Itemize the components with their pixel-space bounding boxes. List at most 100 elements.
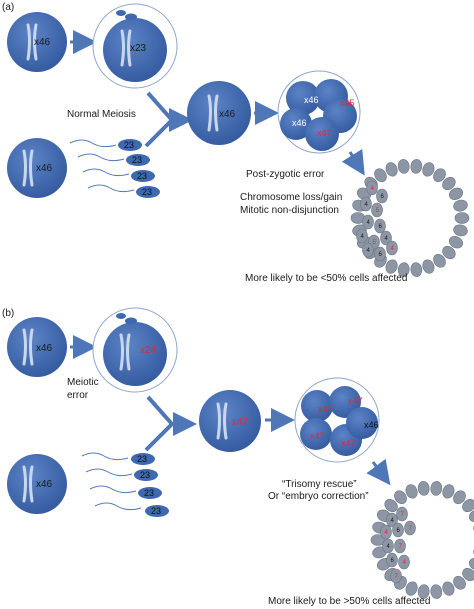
embryo-cell-label: x46 [292,118,307,128]
ring-cell [422,162,435,177]
inner-cell-number: 7 [401,512,405,518]
inner-cell-mass-cell [360,196,372,212]
sperm-label: 23 [144,488,154,498]
panel-a-zygote: x46 [187,81,251,145]
inner-cell-mass-cell [394,538,406,554]
ring-cell [468,558,474,571]
inner-cell-mass-cell [376,188,388,204]
embryo-cell-label: x46 [304,95,319,105]
ring-cell [448,187,464,200]
inner-cell-mass-cell [404,520,416,536]
ring-cell [430,584,443,599]
inner-cell-number: 4 [391,518,395,524]
panel-a-parent-cell-top: x46 [7,12,67,72]
inner-cell-number: 6 [397,528,401,534]
panel-b-parent-bottom-label: x46 [36,479,53,490]
panel-b-egg: x24 [92,307,178,393]
merge-arrow [144,395,175,452]
sperm-label: 23 [137,171,147,181]
panel-a-parent-bottom-label: x46 [36,163,53,174]
panel-b-process-label-1: Meiotic [67,377,99,388]
panel-b-label: (b) [2,308,14,319]
ring-cell [442,484,455,499]
panel-b-egg-label: x24 [140,345,157,356]
panel-b-zygote-label: x47 [232,417,249,428]
panel-b-zygote: x47 [199,390,261,452]
panel-b-annotation-line-2: Or “embryo correction” [268,491,369,502]
inner-cell-number: 7 [399,544,403,550]
panel-a-process-label: Normal Meiosis [67,109,136,120]
panel-a-zygote-label: x46 [219,109,236,120]
inner-cell-mass-cell [374,246,386,262]
inner-cell-number: 4 [367,220,371,226]
panel-a-annotation-line-1: Post-zygotic error [246,169,325,180]
ring-cell [410,262,423,277]
sperm-label: 23 [142,187,152,197]
inner-cell-number: 6 [379,252,383,258]
arrow [341,148,365,176]
panel-a-egg: x23 [92,3,178,89]
ring-cell [453,224,468,237]
embryo-cell-label: x47 [318,404,333,414]
sperm-label: 23 [140,470,150,480]
inner-cell-mass-cell [374,218,386,234]
ring-cell [374,168,387,183]
ring-cell [453,199,468,212]
inner-cell-mass-cell [362,242,374,258]
ring-cell [442,581,455,596]
embryo-cell-label: x45 [340,98,355,108]
ring-cell [433,168,446,183]
inner-cell-number: 4 [403,560,407,566]
ring-cell [394,490,407,505]
ring-cell [385,259,398,274]
ring-cell [462,567,474,582]
panel-a: (a) x46 x23 Normal Meiosis x46 [2,2,470,284]
sperm-label: 23 [124,140,134,150]
ring-cell [422,259,435,274]
ring-cell [417,481,430,496]
panel-b-parent-cell-bottom: x46 [7,454,67,514]
ring-cell [453,490,466,505]
inner-cell-number: 7 [409,526,413,532]
inner-cell-number: 4 [371,186,375,192]
panel-a-embryo: x46 x45 x46 x47 [277,70,361,154]
inner-cell-number: 4 [391,246,395,252]
panel-b-sperm-group: 23 23 23 23 [81,452,169,517]
inner-cell-number: 4 [387,544,391,550]
panel-b-process-label-2: error [67,390,89,401]
inner-cell-mass-cell [380,524,392,540]
panel-a-annotation-line-2: Chromosome loss/gain [240,192,342,203]
panel-b-parent-top-label: x46 [36,343,53,354]
inner-cell-number: 5 [376,208,380,214]
ring-cell [462,498,474,513]
ring-cell [417,584,430,599]
panel-b: (b) x46 x24 Meiotic error x46 23 [2,307,474,607]
merge-arrow [144,91,175,148]
panel-a-label: (a) [2,2,14,13]
embryo-cell-label: x46 [364,420,379,430]
inner-cell-number: 5 [373,240,377,246]
inner-cell-number: 6 [381,194,385,200]
panel-b-outcome: More likely to be >50% cells affected [268,596,430,607]
panel-b-annotation-line-1: “Trisomy rescue” [282,479,357,490]
ring-cell [397,262,410,277]
inner-cell-number: 7 [395,574,399,580]
embryo-cell-label: x47 [310,431,325,441]
panel-a-annotation-line-3: Mitotic non-disjunction [240,205,339,216]
ring-cell [468,509,474,522]
inner-cell-mass-cell [371,202,383,218]
ring-cell [442,245,456,260]
inner-cell-mass-cell [390,568,402,584]
inner-cell-mass-cell [362,214,374,230]
ring-cell [410,159,423,174]
inner-cell-number: 6 [391,558,395,564]
embryo-cell-label: x47 [341,438,356,448]
inner-cell-mass-cell [398,554,410,570]
panel-a-parent-top-label: x46 [34,37,51,48]
inner-cell-mass-cell [380,230,392,246]
inner-cell-number: 4 [367,248,371,254]
inner-cell-number: 4 [361,234,365,240]
ring-cell [397,159,410,174]
